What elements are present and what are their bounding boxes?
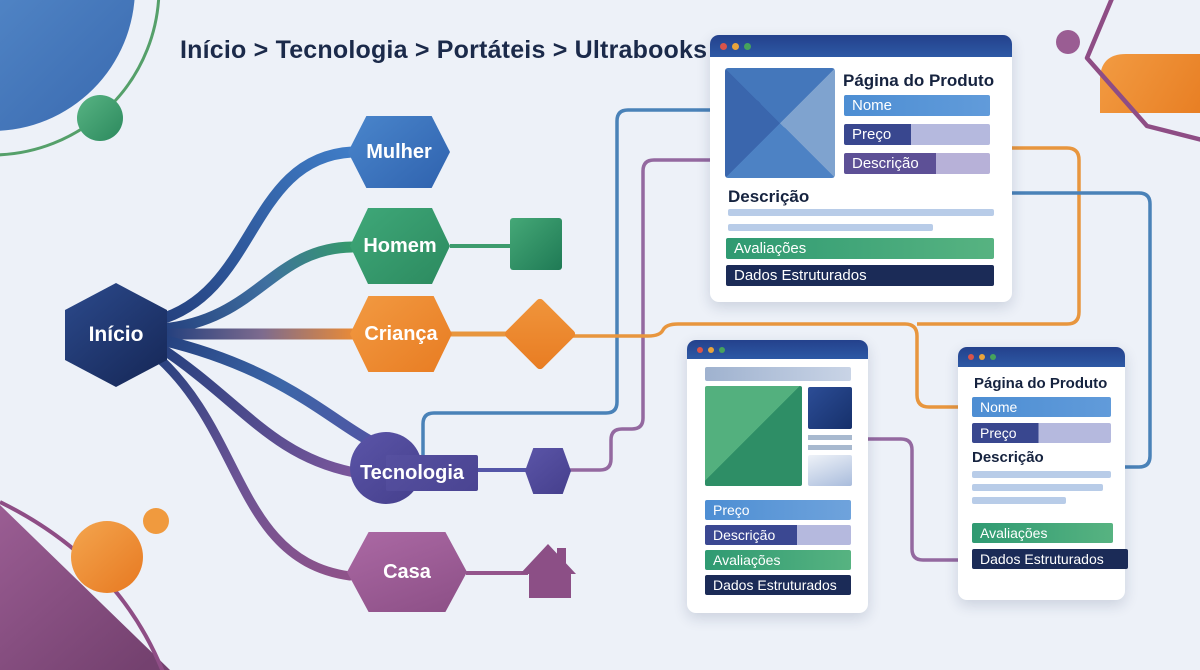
- window-dot-red: [720, 42, 727, 50]
- node-inicio-label: Início: [88, 323, 144, 346]
- field-bar-dados-estruturados: Dados Estruturados: [972, 549, 1128, 569]
- node-mulher: Mulher: [348, 116, 450, 188]
- node-homem-label: Homem: [363, 234, 437, 257]
- node-mulher-label: Mulher: [366, 140, 432, 163]
- connector-product-top-product-right-orange: [917, 146, 1081, 326]
- connector-hexagon-product-top: [568, 158, 712, 472]
- window-dot-green: [719, 346, 725, 353]
- decor-purple-dot: [1056, 30, 1080, 54]
- breadcrumb: Início > Tecnologia > Portáteis > Ultrab…: [180, 36, 708, 64]
- decor-orange-circle-large: [71, 521, 143, 593]
- field-bar-nome: Nome: [844, 95, 990, 116]
- connector-diamond-product-right: [566, 322, 960, 409]
- window-titlebar: [710, 35, 1012, 57]
- panel-placeholder: [808, 455, 852, 486]
- window-dot-yellow: [732, 42, 739, 50]
- field-bar-avaliacoes: Avaliações: [726, 238, 994, 259]
- field-bar-preco: Preço: [972, 423, 1111, 443]
- window-dot-red: [697, 346, 703, 353]
- small-hexagon-shape: [525, 448, 571, 494]
- descricao-heading: Descrição: [728, 187, 810, 206]
- field-bar-descricao: Descrição: [705, 525, 851, 545]
- node-homem: Homem: [350, 208, 450, 284]
- field-bar-preco: Preço: [705, 500, 851, 520]
- window-category-mid: Preço Descrição Avaliações Dados Estrutu…: [687, 340, 868, 613]
- window-product-right: Página do Produto Nome Preço Descrição A…: [958, 347, 1128, 600]
- edge-inicio-homem: [156, 241, 358, 335]
- edge-inicio-mulher: [152, 146, 358, 326]
- window-dot-yellow: [979, 354, 985, 360]
- skeleton-line: [972, 497, 1066, 504]
- node-casa: Casa: [347, 532, 467, 612]
- window-dot-red: [968, 354, 974, 360]
- skeleton-line: [808, 445, 852, 450]
- decor-top-left-circle: [0, 0, 135, 131]
- node-tecnologia-tab: [386, 455, 478, 491]
- field-bar-descricao: Descrição: [844, 153, 990, 174]
- connector-category-mid-product-right: [868, 437, 960, 562]
- decor-orange-circle-small: [143, 508, 169, 534]
- window-titlebar: [687, 340, 868, 359]
- skeleton-line: [972, 471, 1111, 478]
- thumb-placeholder: [808, 387, 852, 429]
- window-dot-green: [744, 42, 751, 50]
- category-image: [705, 386, 802, 486]
- window-dot-green: [990, 354, 996, 360]
- window-product-top: Página do Produto Nome Preço Descrição D…: [710, 35, 1012, 302]
- field-bar-nome: Nome: [972, 397, 1111, 417]
- field-bar-preco: Preço: [844, 124, 990, 145]
- node-tecnologia: Tecnologia: [352, 457, 472, 489]
- product-image: [725, 68, 835, 178]
- node-tecnologia-label: Tecnologia: [359, 461, 465, 484]
- edge-inicio-tecnologia-b: [153, 341, 357, 477]
- field-bar-dados-estruturados: Dados Estruturados: [705, 575, 851, 595]
- decor-bottom-left-triangle: [0, 505, 170, 670]
- skeleton-line: [972, 484, 1103, 491]
- product-page-title: Página do Produto: [974, 375, 1108, 392]
- decor-top-right-orange-shape: [1100, 54, 1200, 113]
- house-icon: [520, 544, 576, 598]
- edge-inicio-tecnologia-a: [156, 334, 378, 448]
- skeleton-line: [728, 209, 994, 216]
- green-square-shape: [510, 218, 562, 270]
- descricao-heading: Descrição: [972, 449, 1044, 466]
- skeleton-line: [808, 435, 852, 440]
- connector-product-top-product-right-blue: [1012, 191, 1152, 469]
- window-dot-yellow: [708, 346, 714, 353]
- field-bar-avaliacoes: Avaliações: [705, 550, 851, 570]
- connector-tecnologia-product-top: [421, 108, 712, 458]
- field-bar-avaliacoes: Avaliações: [972, 523, 1113, 543]
- node-crianca-label: Criança: [364, 322, 438, 345]
- window-titlebar: [958, 347, 1125, 367]
- decor-green-ball: [77, 95, 123, 141]
- product-page-title: Página do Produto: [843, 71, 995, 90]
- node-casa-label: Casa: [383, 560, 431, 583]
- decor-purple-polyline: [1084, 0, 1200, 142]
- header-placeholder: [705, 367, 851, 381]
- node-crianca: Criança: [350, 296, 452, 372]
- field-bar-dados-estruturados: Dados Estruturados: [726, 265, 994, 286]
- edge-inicio-casa: [147, 347, 355, 581]
- skeleton-line: [728, 224, 933, 231]
